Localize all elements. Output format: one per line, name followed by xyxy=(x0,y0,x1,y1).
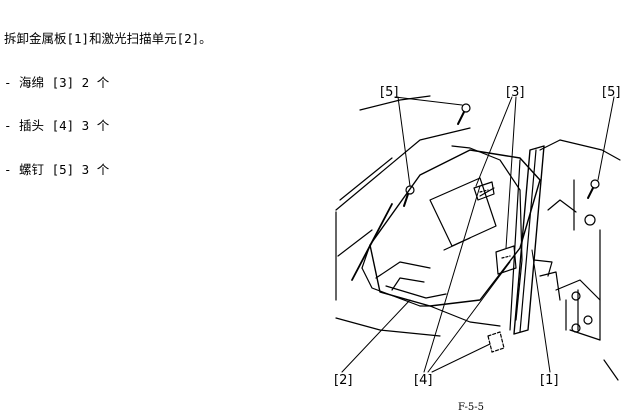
callout-connector: [4] xyxy=(414,373,433,388)
connector-harness xyxy=(451,145,601,353)
screw-top-center xyxy=(457,103,471,125)
instruction-item-screw: - 螺钉 [5] 3 个 xyxy=(4,161,110,177)
callout-screw-left: [5] xyxy=(380,85,399,100)
callout-sponge: [3] xyxy=(506,85,525,100)
screw-right xyxy=(587,179,600,199)
screw-parts xyxy=(403,103,600,207)
metal-plate xyxy=(509,145,545,335)
instruction-item-sponge: - 海绵 [3] 2 个 xyxy=(4,74,110,90)
technical-illustration xyxy=(335,95,621,381)
figure-caption: F-5-5 xyxy=(458,402,484,413)
callout-laser-unit: [2] xyxy=(334,373,353,388)
callout-leaders xyxy=(341,96,615,373)
instruction-item-connector: - 插头 [4] 3 个 xyxy=(4,118,110,133)
instruction-block: 拆卸金属板[1]和激光扫描单元[2]。 - 海绵 [3] 2 个 - 插头 [4… xyxy=(4,3,212,192)
printer-frame xyxy=(335,95,621,381)
instruction-title: 拆卸金属板[1]和激光扫描单元[2]。 xyxy=(4,31,212,46)
callout-screw-right: [5] xyxy=(602,85,621,100)
callout-metal-plate: [1] xyxy=(540,373,559,388)
